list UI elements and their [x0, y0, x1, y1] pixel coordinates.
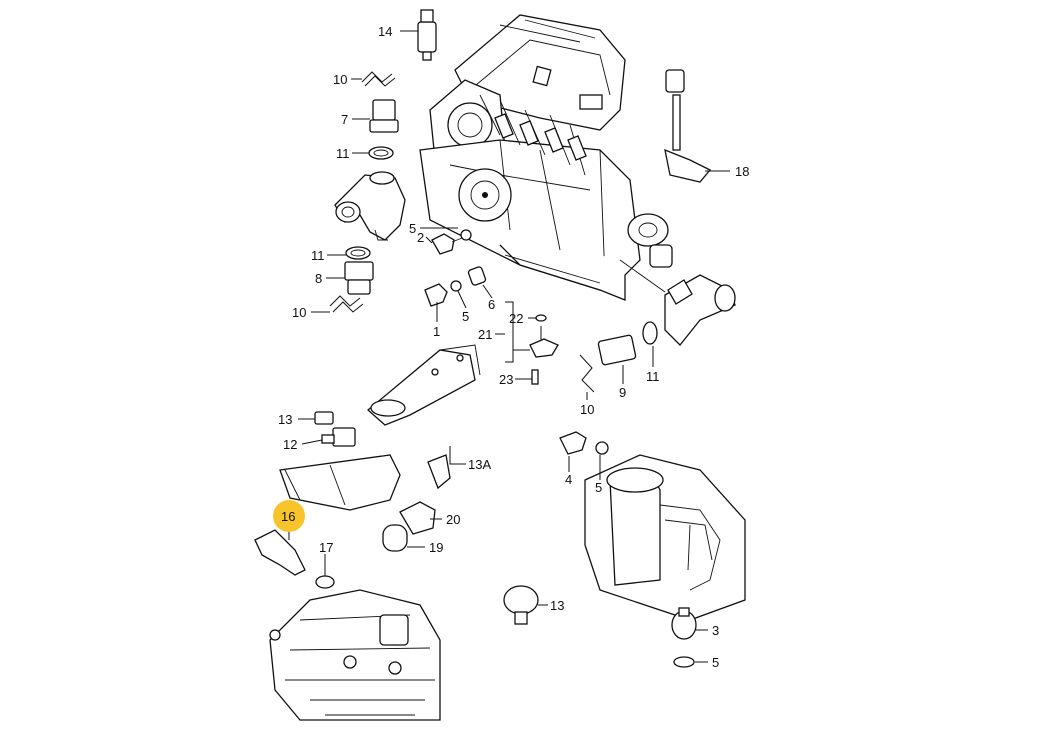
callout-19[interactable]: 19 [429, 540, 443, 555]
callout-2[interactable]: 2 [417, 230, 424, 245]
callout-13[interactable]: 13 [550, 598, 564, 613]
sensor-parts [254, 9, 712, 668]
callout-21[interactable]: 21 [478, 327, 492, 342]
highlight-marker-16 [273, 500, 305, 532]
callout-11[interactable]: 11 [646, 369, 660, 384]
callout-22[interactable]: 22 [509, 311, 523, 326]
callout-10[interactable]: 10 [580, 402, 594, 417]
callout-5[interactable]: 5 [595, 480, 602, 495]
callout-3[interactable]: 3 [712, 623, 719, 638]
callout-18[interactable]: 18 [735, 164, 749, 179]
callout-17[interactable]: 17 [319, 540, 333, 555]
bracket-drawing [367, 344, 481, 426]
coolant-flange-drawing [334, 171, 406, 241]
callout-16[interactable]: 16 [281, 509, 295, 524]
bumper-drawing [279, 454, 401, 511]
callout-11[interactable]: 11 [311, 248, 325, 263]
transmission-drawing [269, 589, 441, 721]
callout-7[interactable]: 7 [341, 112, 348, 127]
callout-14[interactable]: 14 [378, 24, 392, 39]
callout-8[interactable]: 8 [315, 271, 322, 286]
callout-10[interactable]: 10 [333, 72, 347, 87]
callout-6[interactable]: 6 [488, 297, 495, 312]
right-lower-assembly-drawing [584, 454, 746, 621]
callout-9[interactable]: 9 [619, 385, 626, 400]
callout-13A[interactable]: 13A [468, 457, 491, 472]
callout-12[interactable]: 12 [283, 437, 297, 452]
callout-4[interactable]: 4 [565, 472, 572, 487]
callout-1[interactable]: 1 [433, 324, 440, 339]
callout-23[interactable]: 23 [499, 372, 513, 387]
callout-13[interactable]: 13 [278, 412, 292, 427]
leader-lines [288, 30, 730, 663]
callout-5[interactable]: 5 [462, 309, 469, 324]
callout-5[interactable]: 5 [712, 655, 719, 670]
callout-20[interactable]: 20 [446, 512, 460, 527]
callout-5[interactable]: 5 [409, 221, 416, 236]
callout-labels: 14 10 7 11 5 2 11 8 10 1 5 6 22 21 23 18… [278, 24, 749, 670]
engine-block-drawing [419, 14, 736, 346]
callout-11[interactable]: 11 [336, 146, 350, 161]
callout-10[interactable]: 10 [292, 305, 306, 320]
